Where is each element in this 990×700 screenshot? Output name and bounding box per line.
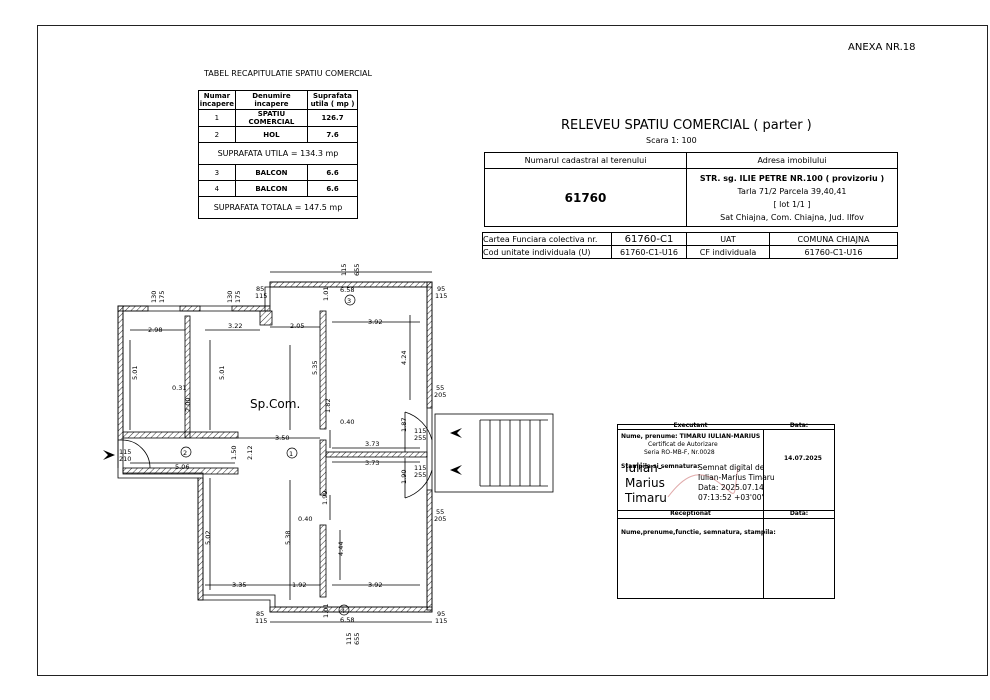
wall-hatch (117, 305, 124, 441)
svg-text:5.02: 5.02 (204, 531, 212, 545)
svg-text:3.73: 3.73 (365, 440, 379, 448)
svg-text:6.58: 6.58 (340, 616, 354, 624)
svg-text:210: 210 (119, 455, 131, 463)
svg-text:205: 205 (434, 391, 446, 399)
signature-mark (667, 466, 739, 498)
svg-text:3: 3 (347, 297, 351, 305)
svg-text:115: 115 (255, 617, 267, 625)
svg-text:655: 655 (353, 633, 361, 645)
svg-text:115: 115 (345, 633, 353, 645)
svg-text:1.92: 1.92 (292, 581, 306, 589)
stamp-label: Stampila si semnatura: (621, 463, 700, 470)
cadastral-table: Numarul cadastral al terenului Adresa im… (484, 152, 898, 227)
svg-text:2.00: 2.00 (184, 398, 192, 412)
svg-text:1.99: 1.99 (321, 491, 329, 505)
svg-text:115: 115 (414, 427, 426, 435)
table-row: 4 BALCON 6.6 (198, 180, 358, 197)
svg-text:3.35: 3.35 (232, 581, 246, 589)
svg-text:3.73: 3.73 (365, 459, 379, 467)
svg-text:115: 115 (435, 617, 447, 625)
svg-text:4.44: 4.44 (337, 542, 345, 556)
stairs (434, 413, 554, 493)
svg-text:1: 1 (289, 450, 293, 458)
address-cell: STR. sg. ILIE PETRE NR.100 ( provizoriu … (686, 168, 898, 227)
recap-table: Numar incapere Denumire incapere Suprafa… (198, 90, 358, 219)
executant-header: Executant (673, 422, 708, 429)
table-row: 2 HOL 7.6 (198, 126, 358, 143)
total: SUPRAFATA TOTALA = 147.5 mp (198, 196, 358, 219)
svg-text:1.90: 1.90 (400, 470, 408, 484)
svg-text:55: 55 (436, 508, 444, 516)
svg-text:0.40: 0.40 (298, 515, 312, 523)
svg-text:5.01: 5.01 (131, 366, 139, 380)
svg-text:0.31: 0.31 (172, 384, 186, 392)
svg-text:1.82: 1.82 (324, 399, 332, 413)
executant-block: Executant Data: Nume, prenume: TIMARU IU… (617, 422, 835, 599)
svg-text:255: 255 (414, 471, 426, 479)
svg-text:85: 85 (256, 285, 264, 293)
wall-outline (117, 281, 433, 613)
svg-text:3.92: 3.92 (368, 318, 382, 326)
svg-text:3.22: 3.22 (228, 322, 242, 330)
svg-text:115: 115 (435, 292, 447, 300)
svg-text:5.06: 5.06 (175, 463, 189, 471)
svg-text:85: 85 (256, 610, 264, 618)
recap-title: TABEL RECAPITULATIE SPATIU COMERCIAL (204, 69, 372, 78)
svg-text:655: 655 (353, 264, 361, 276)
svg-text:1.01: 1.01 (322, 604, 330, 618)
date-value: 14.07.2025 (784, 455, 822, 462)
svg-text:3.50: 3.50 (275, 434, 289, 442)
svg-text:115: 115 (255, 292, 267, 300)
svg-text:1.01: 1.01 (322, 287, 330, 301)
svg-text:4: 4 (341, 607, 345, 615)
releveu-scale: Scara 1: 100 (646, 136, 697, 145)
receptionat-header: Receptionat (670, 510, 711, 517)
digital-signature-text: Semnat digital de Iulian-Marius Timaru D… (698, 463, 775, 502)
svg-text:5.38: 5.38 (284, 531, 292, 545)
svg-text:95: 95 (437, 285, 445, 293)
svg-text:55: 55 (436, 384, 444, 392)
cadastral-number: 61760 (484, 168, 687, 227)
svg-text:255: 255 (414, 434, 426, 442)
svg-text:115: 115 (340, 264, 348, 276)
svg-text:5.01: 5.01 (218, 366, 226, 380)
svg-text:4.24: 4.24 (400, 351, 408, 365)
signature-name: Iulian- Marius Timaru (625, 461, 667, 505)
svg-text:0.40: 0.40 (340, 418, 354, 426)
svg-text:2.05: 2.05 (290, 322, 304, 330)
cf-table: Cartea Funciara colectiva nr. 61760-C1 U… (482, 232, 898, 259)
annex-label: ANEXA NR.18 (848, 42, 916, 53)
svg-text:115: 115 (119, 448, 131, 456)
svg-text:2: 2 (183, 449, 187, 457)
header-numar: Numar incapere (198, 90, 236, 110)
svg-text:130: 130 (150, 291, 158, 303)
svg-text:130: 130 (226, 291, 234, 303)
svg-text:1.87: 1.87 (400, 418, 408, 432)
svg-text:205: 205 (434, 515, 446, 523)
entrance-arrow-left (103, 450, 115, 460)
svg-text:2.98: 2.98 (148, 326, 162, 334)
svg-text:1.50: 1.50 (230, 446, 238, 460)
svg-text:6.58: 6.58 (340, 286, 354, 294)
entrance-arrow-top (450, 428, 462, 438)
releveu-title: RELEVEU SPATIU COMERCIAL ( parter ) (561, 118, 812, 133)
svg-text:95: 95 (437, 610, 445, 618)
svg-text:175: 175 (158, 291, 166, 303)
svg-text:3.92: 3.92 (368, 581, 382, 589)
entrance-arrow-bottom (450, 465, 462, 475)
receptionat-fields: Nume,prenume,functie, semnatura, stampil… (621, 529, 776, 536)
room-label: Sp.Com. (250, 397, 300, 411)
svg-text:5.35: 5.35 (311, 361, 319, 375)
drawing-sheet (37, 25, 988, 676)
svg-text:2.12: 2.12 (246, 446, 254, 460)
svg-text:175: 175 (234, 291, 242, 303)
svg-text:115: 115 (414, 464, 426, 472)
